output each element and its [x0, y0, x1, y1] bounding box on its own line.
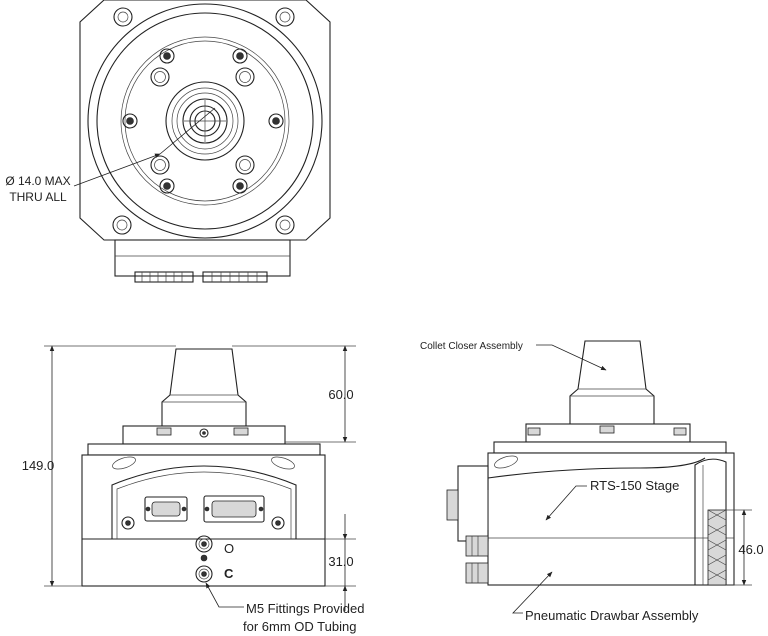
dim-total-height — [44, 345, 176, 587]
label-collet-closer: Collet Closer Assembly — [420, 341, 523, 352]
stage-leader — [545, 485, 587, 521]
dim-total-height-label: 149.0 — [22, 458, 55, 473]
dim-fitting-height — [325, 514, 356, 611]
pneumatic-ports — [195, 535, 213, 583]
rotary-face-outer — [87, 3, 323, 239]
side-connector-box — [446, 465, 489, 542]
corner-holes — [112, 7, 295, 235]
top-view: Ø 14.0 MAX THRU ALL — [5, 0, 331, 283]
db25-connector — [203, 495, 265, 523]
side-collet-closer — [569, 340, 655, 425]
drawbar-leader — [512, 571, 553, 614]
bolt-holes — [122, 48, 284, 194]
bore-callout-line1: Ø 14.0 MAX — [5, 174, 70, 188]
db9-connector — [144, 496, 188, 522]
port-label-close: C — [224, 566, 234, 581]
dim-drawbar-height-label: 46.0 — [738, 542, 763, 557]
port-label-open: O — [224, 541, 234, 556]
front-collet-closer — [161, 348, 247, 427]
fittings-note-leader — [205, 582, 244, 608]
dim-fitting-height-label: 31.0 — [328, 554, 353, 569]
label-drawbar: Pneumatic Drawbar Assembly — [525, 608, 699, 623]
side-pneumatic-fittings — [465, 535, 489, 584]
side-view: 46.0 Collet Closer Assembly RTS-150 Stag… — [420, 340, 764, 623]
side-motor-housing — [694, 458, 727, 586]
dim-closer-height-label: 60.0 — [328, 387, 353, 402]
bore-callout-line2: THRU ALL — [9, 190, 67, 204]
top-view-connector-block — [114, 239, 291, 283]
side-stage-body — [487, 452, 735, 586]
front-view: O C 149.0 60.0 31.0 M5 Fittings Provided — [22, 345, 365, 634]
dim-drawbar-height — [726, 509, 752, 586]
spindle-bore — [165, 81, 245, 161]
bore-callout-leader — [73, 153, 161, 187]
collet-closer-leader — [536, 344, 607, 371]
fittings-note-line2: for 6mm OD Tubing — [243, 619, 356, 634]
fittings-note-line1: M5 Fittings Provided — [246, 601, 365, 616]
label-stage: RTS-150 Stage — [590, 478, 679, 493]
dim-closer-height — [232, 345, 356, 443]
